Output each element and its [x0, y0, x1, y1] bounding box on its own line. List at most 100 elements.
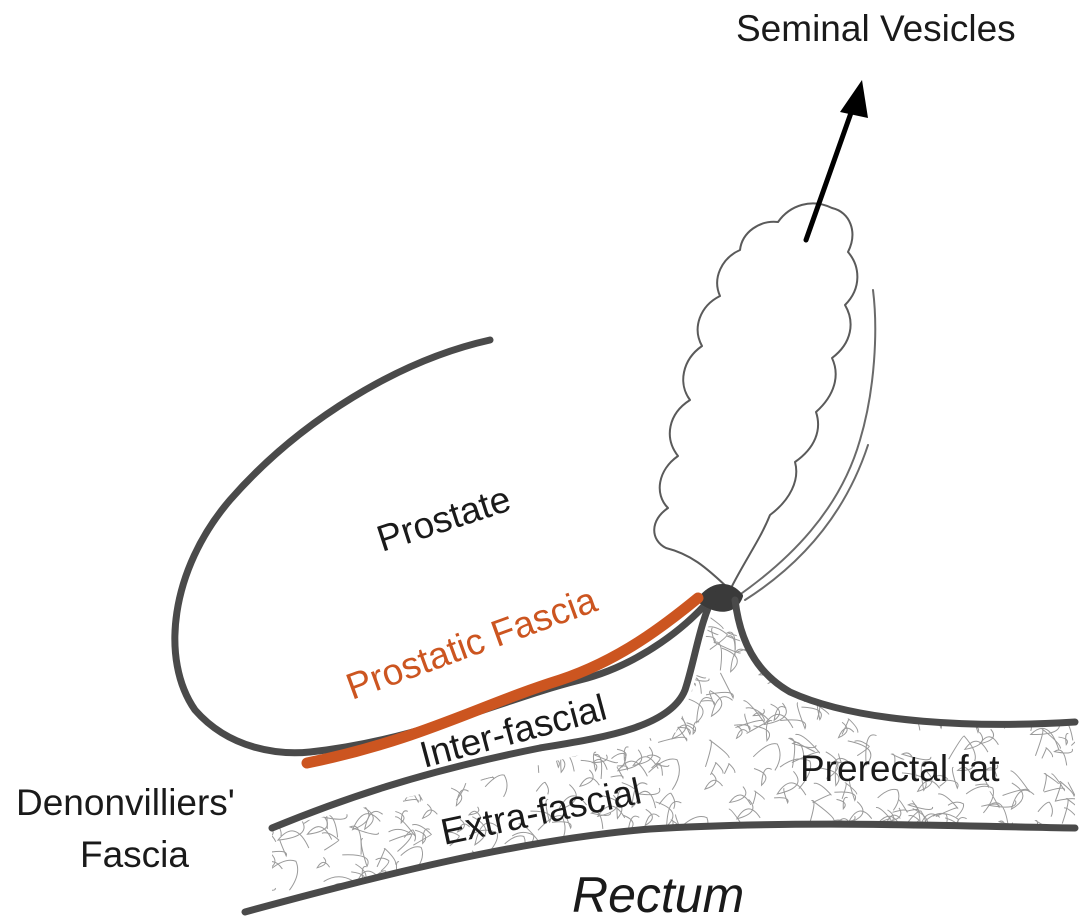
fat-texture-stroke [388, 586, 413, 614]
fat-texture-stroke [1050, 680, 1062, 692]
fat-texture-stroke [291, 712, 314, 736]
label-prostatic-fascia: Prostatic Fascia [341, 579, 603, 708]
fat-texture-stroke [323, 636, 334, 650]
fat-texture-stroke [285, 597, 311, 626]
fat-texture-stroke [273, 691, 293, 714]
fat-texture-stroke [1039, 849, 1052, 861]
fat-texture-stroke [629, 665, 655, 691]
fat-texture-stroke [806, 874, 823, 890]
fat-texture-stroke [760, 882, 787, 907]
fat-texture-stroke [407, 883, 422, 897]
fat-texture-stroke [966, 786, 993, 813]
fat-texture-stroke [842, 719, 858, 735]
fat-texture-stroke [671, 831, 684, 843]
fat-texture-stroke [1044, 609, 1072, 633]
fat-texture-stroke [1062, 799, 1081, 824]
fat-texture-stroke [438, 873, 455, 889]
fat-texture-stroke [296, 700, 314, 720]
fat-texture-stroke [774, 788, 788, 802]
fat-texture-stroke [478, 868, 499, 892]
fat-texture-stroke [253, 719, 275, 741]
fat-texture-stroke [754, 768, 772, 785]
fat-texture-stroke [270, 840, 287, 856]
fat-texture-stroke [280, 642, 308, 668]
fat-texture-stroke [1052, 692, 1064, 702]
fat-texture-stroke [878, 789, 899, 810]
fat-texture-stroke [264, 680, 288, 700]
fat-texture-stroke [536, 854, 562, 879]
fat-texture-stroke [932, 643, 949, 659]
fat-texture-stroke [1055, 683, 1081, 711]
fat-texture-stroke [932, 890, 942, 901]
fat-texture-stroke [1003, 602, 1020, 618]
fat-texture-stroke [797, 589, 816, 609]
fat-texture-stroke [997, 834, 1009, 846]
fat-texture-stroke [642, 837, 663, 858]
fat-texture-stroke [656, 764, 669, 776]
fat-texture-stroke [956, 682, 968, 694]
fat-texture-stroke [798, 636, 820, 658]
fat-texture-stroke [261, 652, 272, 663]
fat-texture-stroke [1027, 860, 1049, 881]
fat-texture-stroke [775, 651, 806, 682]
fat-texture-stroke [346, 720, 366, 741]
fat-texture-stroke [1027, 687, 1043, 702]
fat-texture-stroke [264, 650, 285, 669]
fat-texture-stroke [908, 832, 935, 858]
fat-texture-stroke [604, 610, 636, 641]
fat-texture-stroke [445, 687, 458, 699]
fat-texture-stroke [828, 839, 840, 852]
fat-texture-stroke [1020, 591, 1037, 611]
fat-texture-stroke [460, 666, 489, 696]
fat-texture-stroke [379, 594, 405, 620]
fat-texture-stroke [1069, 655, 1081, 673]
fat-texture-stroke [915, 658, 943, 687]
fat-texture-stroke [876, 599, 895, 618]
fat-texture-stroke [1054, 749, 1072, 766]
fat-texture-stroke [423, 804, 438, 818]
fat-texture-stroke [316, 625, 330, 638]
fat-texture-stroke [1042, 748, 1053, 759]
fat-texture-stroke [1056, 782, 1079, 803]
fat-texture-stroke [745, 876, 757, 889]
fat-texture-stroke [305, 780, 320, 796]
fat-texture-stroke [467, 874, 481, 886]
fat-texture-stroke [970, 831, 985, 847]
fat-texture-stroke [988, 642, 1018, 670]
fat-texture-stroke [498, 656, 508, 666]
fat-texture-stroke [299, 654, 312, 667]
fat-texture-stroke [360, 704, 386, 731]
fat-texture-stroke [786, 881, 801, 899]
fat-texture-stroke [705, 773, 723, 789]
fat-texture-stroke [1034, 592, 1049, 610]
fat-texture-stroke [848, 802, 872, 823]
fat-texture-stroke [852, 684, 868, 702]
fat-texture-stroke [685, 698, 711, 723]
fat-texture-stroke [848, 691, 859, 702]
fat-texture-stroke [853, 641, 865, 655]
fat-texture-stroke [1039, 623, 1059, 643]
fat-texture-stroke [902, 876, 932, 905]
fat-texture-stroke [332, 721, 359, 744]
fat-texture-stroke [451, 788, 468, 806]
fat-texture-stroke [764, 624, 775, 637]
fat-texture-stroke [942, 851, 969, 877]
fat-texture-stroke [1054, 886, 1070, 900]
fat-texture-stroke [880, 679, 903, 702]
fat-texture-stroke [619, 848, 639, 865]
fat-texture-stroke [593, 630, 610, 646]
fat-texture-stroke [911, 630, 929, 647]
label-rectum: Rectum [572, 867, 744, 922]
fat-texture-stroke [1010, 846, 1034, 872]
fat-texture-stroke [672, 666, 683, 677]
fat-texture-stroke [545, 747, 569, 772]
fat-texture-stroke [1038, 802, 1052, 816]
fat-texture-stroke [317, 857, 329, 867]
fat-texture-stroke [1032, 688, 1052, 708]
fat-texture-stroke [1063, 872, 1081, 893]
fat-texture-stroke [318, 676, 344, 703]
fat-texture-stroke [898, 590, 924, 614]
fat-texture-stroke [1060, 597, 1081, 624]
fat-texture-stroke [373, 599, 393, 619]
